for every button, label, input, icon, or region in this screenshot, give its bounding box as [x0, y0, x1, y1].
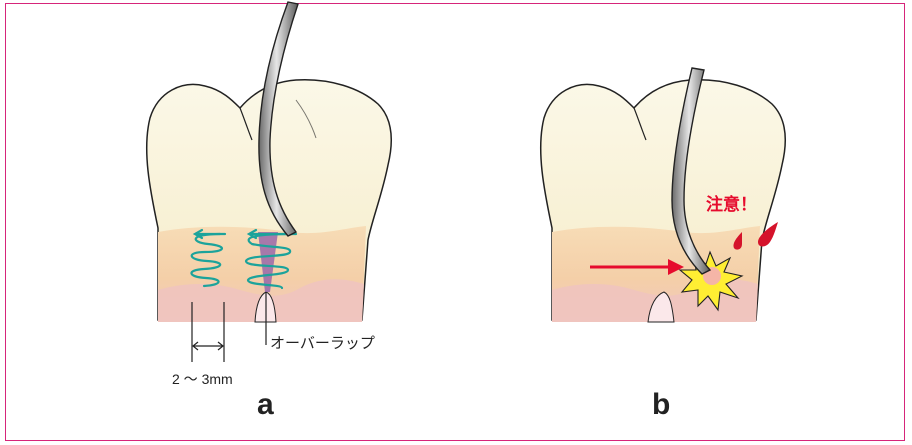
panel-a-tooth-illustration: [147, 2, 392, 362]
panel-label-b: b: [652, 388, 670, 422]
panel-label-a: a: [257, 388, 274, 422]
caution-label: 注意！: [706, 190, 757, 215]
dimension-label: 2 〜 3mm: [172, 369, 233, 389]
overlap-label: オーバーラップ: [270, 332, 375, 353]
